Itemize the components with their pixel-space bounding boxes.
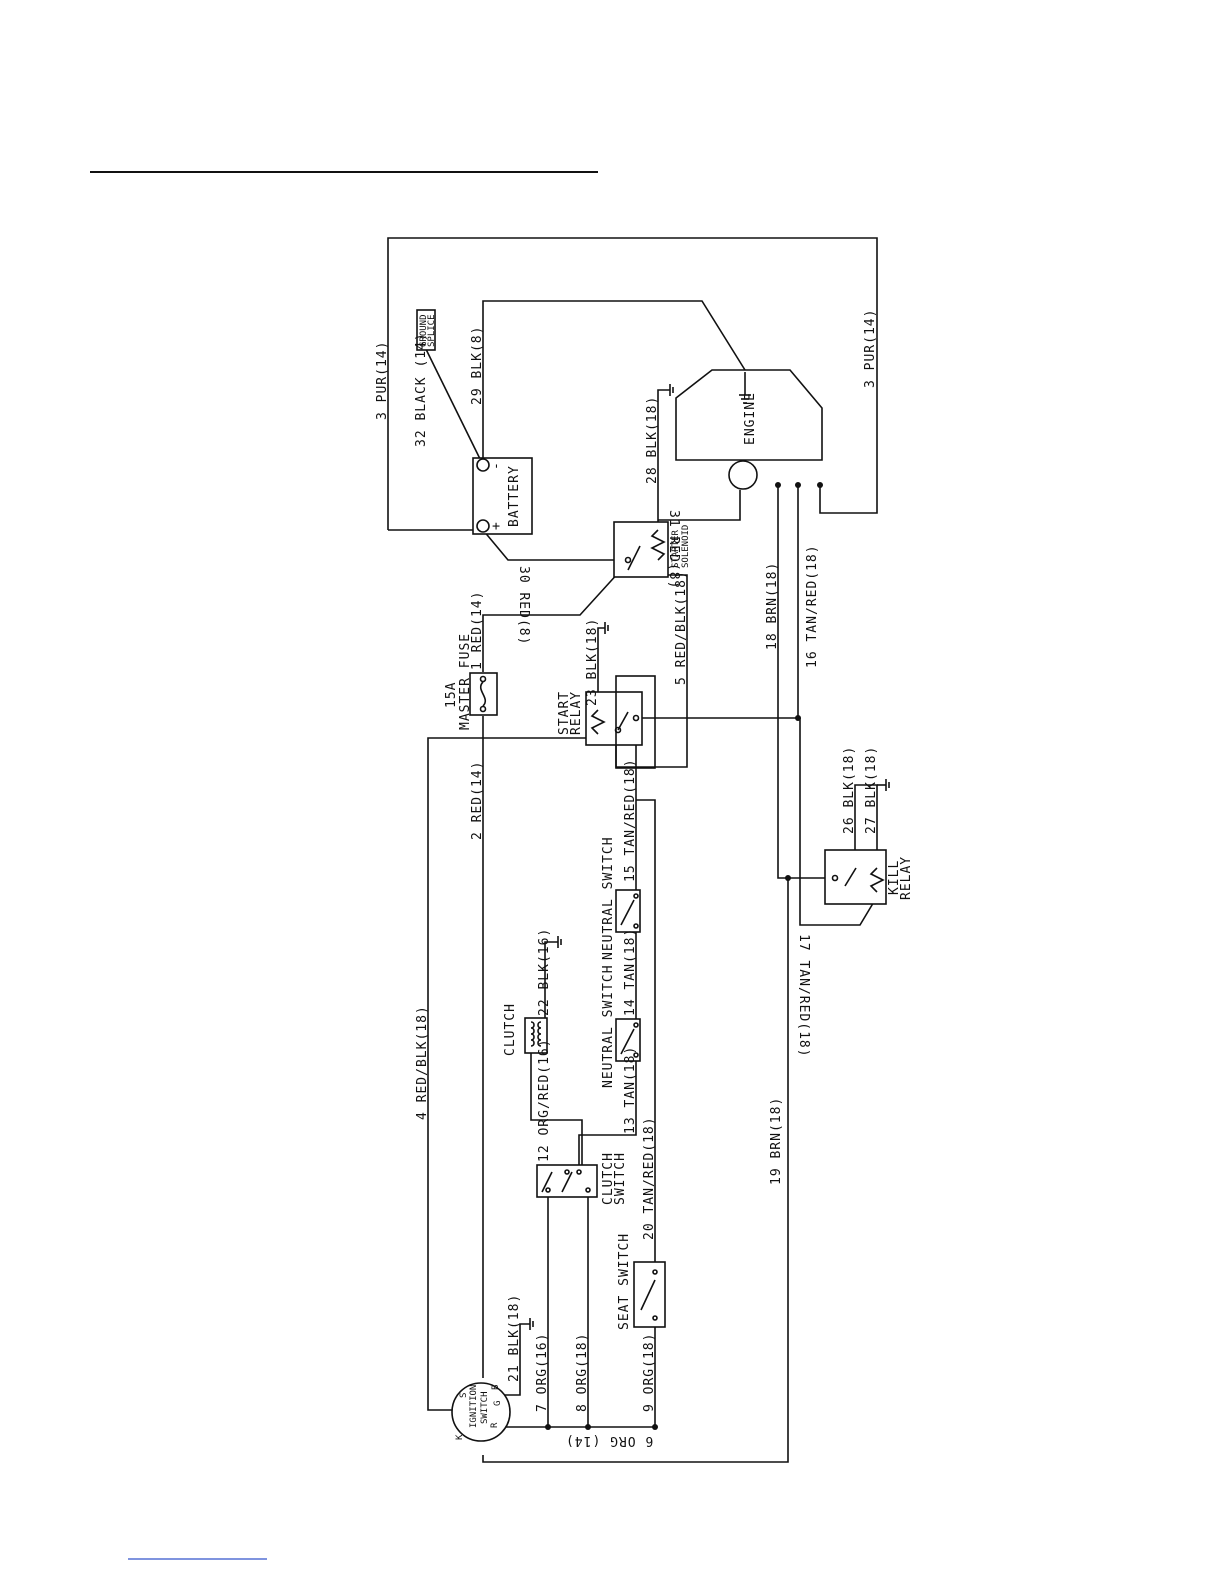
wire-label-14: 14 TAN(18): [623, 928, 638, 1016]
ignition-switch: IGNITION SWITCH S B G R K: [451, 1382, 511, 1442]
wire-label-23: 23 BLK(18): [585, 618, 600, 706]
ignition-terminal-r: R: [490, 1422, 500, 1428]
wire-label-32: 32 BLACK (14): [414, 332, 429, 447]
wire-label-4: 4 RED/BLK(18): [415, 1005, 430, 1120]
wire-label-15: 15 TAN/RED(18): [623, 758, 638, 882]
wire-13-tan: [578, 1060, 637, 1165]
wire-4-red-black: [427, 737, 588, 1411]
neutral-switch-upper-label: NEUTRAL SWITCH: [601, 836, 616, 960]
start-relay: START RELAY: [557, 675, 656, 769]
wire-label-13: 13 TAN(18): [623, 1046, 638, 1134]
wire-label-5: 5 RED/BLK(18): [674, 570, 689, 685]
battery-plus-label: +: [489, 521, 504, 530]
wire-21-black: [502, 1323, 530, 1396]
wire-label-1: 1 RED(14): [470, 591, 485, 670]
clutch-switch-label-1: CLUTCH: [601, 1152, 616, 1205]
wire-label-30: 30 RED(8): [516, 566, 531, 645]
battery-label: BATTERY: [507, 465, 522, 527]
wire-17-tan-red: [799, 718, 876, 926]
wire-31-red: [658, 490, 741, 521]
fuse-label-2: MASTER FUSE: [458, 633, 473, 730]
starter-solenoid-label-2: SOLENOID: [681, 525, 691, 568]
wire-label-28: 28 BLK(18): [645, 396, 660, 484]
ignition-label-2: SWITCH: [480, 1391, 490, 1424]
ignition-terminal-g: G: [493, 1401, 503, 1406]
ignition-terminal-b: B: [491, 1385, 501, 1390]
kill-relay-label-2: RELAY: [899, 856, 914, 900]
engine: ENGINE: [675, 369, 823, 490]
seat-switch-label: SEAT SWITCH: [617, 1233, 632, 1330]
wire-label-29: 29 BLK(8): [470, 326, 485, 405]
wire-label-17: 17 TAN/RED(18): [796, 934, 811, 1058]
junction-dots: [545, 482, 823, 1430]
wire-label-26: 26 BLK(18): [842, 746, 857, 834]
ground-icon: [604, 622, 609, 634]
wire-18-brown: [777, 485, 835, 879]
ignition-terminal-k: K: [455, 1434, 465, 1440]
master-fuse: 15A MASTER FUSE: [444, 633, 498, 730]
wire-label-12: 12 ORG/RED(16): [537, 1038, 552, 1162]
wire-label-8: 8 ORG(18): [575, 1333, 590, 1412]
starter-solenoid: STARTER SOLENOID: [613, 521, 691, 578]
neutral-switch-upper: NEUTRAL SWITCH: [601, 836, 641, 960]
battery: - + BATTERY: [472, 457, 533, 535]
ground-splice: GROUND SPLICE: [416, 309, 437, 351]
ground-splice-label-2: SPLICE: [427, 314, 437, 347]
wire-label-7: 7 ORG(16): [535, 1333, 550, 1412]
clutch: CLUTCH: [503, 1003, 548, 1056]
wire-label-31: 31 RED(8): [666, 510, 681, 589]
seat-switch: SEAT SWITCH: [617, 1233, 666, 1330]
engine-label: ENGINE: [743, 392, 758, 445]
wire-label-3-right: 3 PUR(14): [863, 309, 878, 388]
wire-label-20: 20 TAN/RED(18): [642, 1116, 657, 1240]
wire-label-18: 18 BRN(18): [765, 562, 780, 650]
kill-relay-label-1: KILL: [887, 860, 902, 895]
wire-1-red: [482, 559, 631, 672]
wire-30-red: [482, 529, 628, 561]
ground-icon: [529, 1318, 534, 1330]
battery-minus-label: -: [489, 461, 504, 470]
wire-12-org-red: [530, 1050, 583, 1165]
wire-label-2: 2 RED(14): [470, 761, 485, 840]
wire-label-27: 27 BLK(18): [864, 746, 879, 834]
wire-29-black: [482, 300, 746, 465]
starter-solenoid-label-1: STARTER: [671, 529, 681, 568]
wire-label-6: 6 ORG (14): [565, 1433, 653, 1448]
start-relay-label-1: START: [557, 691, 572, 735]
wire-label-16: 16 TAN/RED(18): [805, 544, 820, 668]
ignition-terminal-s: S: [459, 1393, 469, 1398]
wire-label-9: 9 ORG(18): [642, 1333, 657, 1412]
start-relay-label-2: RELAY: [569, 691, 584, 735]
neutral-switch-lower: NEUTRAL SWITCH: [601, 964, 641, 1088]
clutch-switch-label-2: SWITCH: [613, 1152, 628, 1205]
wire-23-black: [597, 627, 605, 710]
fuse-label-1: 15A: [444, 682, 459, 708]
wire-20-tan-red: [636, 799, 656, 1262]
wire-26-27-black: [854, 784, 878, 870]
ignition-label-1: IGNITION: [469, 1385, 479, 1428]
wire-label-22: 22 BLK(16): [537, 928, 552, 1016]
ground-splice-label-1: GROUND: [419, 314, 429, 347]
clutch-label: CLUTCH: [503, 1003, 518, 1056]
wire-28-black: [657, 389, 670, 530]
ground-icon: [557, 936, 562, 948]
wire-3-purple: [387, 237, 878, 531]
clutch-switch: CLUTCH SWITCH: [536, 1152, 628, 1205]
wire-label-19: 19 BRN(18): [769, 1097, 784, 1185]
wire-19-brown: [482, 878, 789, 1463]
ground-icon: [669, 384, 674, 396]
kill-relay: KILL RELAY: [824, 849, 914, 905]
neutral-switch-lower-label: NEUTRAL SWITCH: [601, 964, 616, 1088]
wire-32-black: [418, 334, 484, 466]
ground-icon: [885, 779, 890, 791]
wire-22-black: [544, 941, 558, 1020]
wire-label-3-left: 3 PUR(14): [375, 341, 390, 420]
ground-icon: [739, 372, 751, 404]
wire-label-21: 21 BLK(18): [507, 1294, 522, 1382]
